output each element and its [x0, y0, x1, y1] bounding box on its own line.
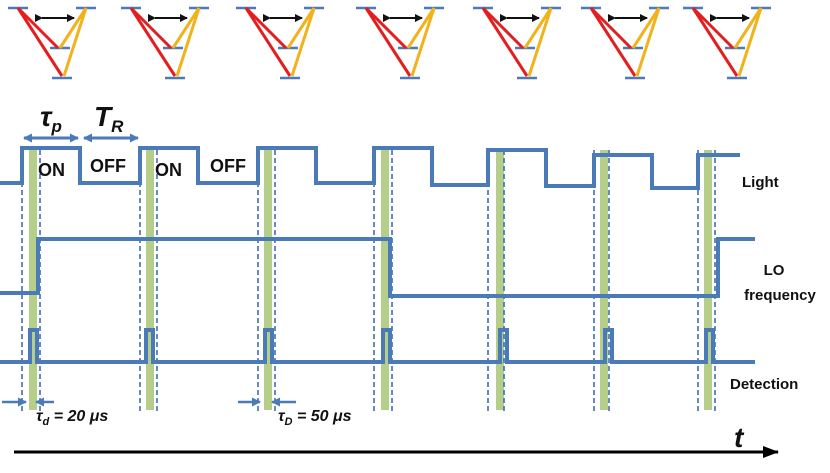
lambda-level-diagram-icon: [473, 6, 561, 80]
detection-band: [29, 150, 37, 410]
on-label-2: ON: [155, 160, 182, 180]
lambda-level-diagram-icon: [581, 6, 669, 80]
lambda-level-diagram-icon: [683, 6, 771, 80]
off-label-2: OFF: [210, 156, 246, 176]
detection-trace: [0, 328, 755, 364]
dashed-markers: [21, 150, 716, 412]
tau-d-label: τd = 20 μs: [36, 408, 108, 428]
lambda-diagram-row: [8, 6, 771, 80]
lo-label-line2: frequency: [744, 287, 816, 304]
lambda-level-diagram-icon: [121, 6, 209, 80]
time-axis-label: t: [734, 422, 745, 453]
detection-band: [381, 150, 389, 410]
light-trace: [0, 146, 740, 190]
detection-label: Detection: [730, 376, 798, 393]
detection-band: [704, 150, 712, 410]
lambda-level-diagram-icon: [236, 6, 324, 80]
on-label-1: ON: [38, 160, 65, 180]
tau-p-label: τp: [40, 101, 62, 136]
detection-band: [146, 150, 154, 410]
detection-bands: [29, 150, 712, 410]
light-label: Light: [742, 174, 779, 191]
detection-band: [600, 150, 608, 410]
detection-band: [496, 150, 504, 410]
lambda-level-diagram-icon: [8, 6, 96, 80]
tau-D-label: τD = 50 μs: [278, 408, 352, 428]
lo-label-line1: LO: [764, 262, 785, 279]
off-label-1: OFF: [90, 156, 126, 176]
detection-band: [264, 150, 272, 410]
t-r-label: TR: [94, 101, 124, 136]
lambda-level-diagram-icon: [356, 6, 444, 80]
lo-frequency-trace: [0, 237, 755, 298]
